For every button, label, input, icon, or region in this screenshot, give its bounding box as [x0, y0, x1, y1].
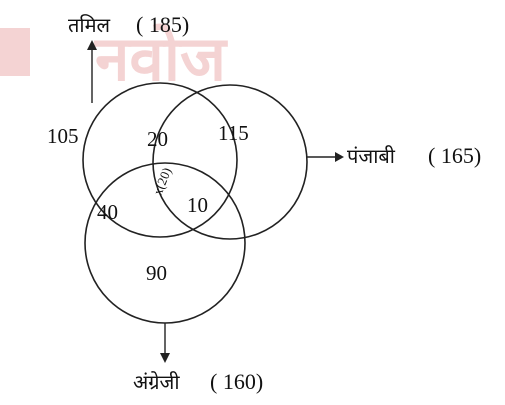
english-total: ( 160) — [210, 369, 263, 394]
tamil-total: ( 185) — [136, 12, 189, 37]
punjabi-circle — [152, 84, 308, 240]
english-label: अंग्रेजी — [133, 370, 180, 394]
punjabi-label: पंजाबी — [347, 144, 396, 168]
region-tamil-punjabi: 20 — [147, 127, 168, 151]
region-tamil-english: 40 — [97, 200, 118, 224]
punjabi-total: ( 165) — [428, 143, 481, 168]
tamil-label: तमिल — [68, 13, 111, 37]
region-punjabi-only: 115 — [218, 121, 249, 145]
english-arrow-head — [160, 353, 170, 363]
region-punjabi-english: 10 — [187, 193, 208, 217]
region-english-only: 90 — [146, 261, 167, 285]
watermark-bar — [0, 28, 30, 76]
region-tamil-only: 105 — [47, 124, 79, 148]
tamil-arrow-head — [87, 40, 97, 50]
punjabi-arrow-head — [335, 152, 344, 162]
tamil-circle — [82, 82, 238, 238]
watermark: नवोज — [0, 22, 228, 95]
